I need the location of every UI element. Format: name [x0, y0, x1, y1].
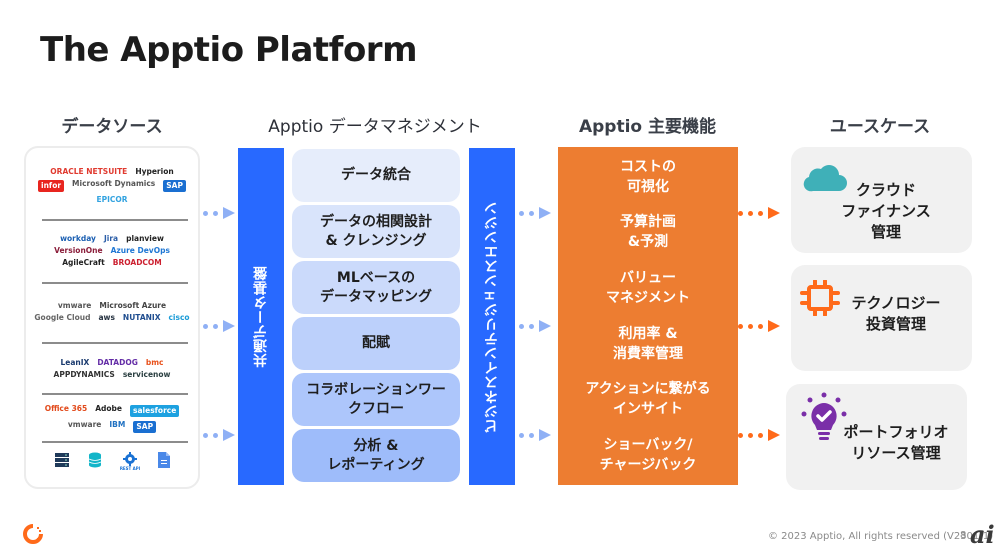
source-logo-datadog: DATADOG	[97, 357, 138, 367]
feature-item: ショーバック/ チャージバック	[599, 436, 697, 474]
source-logo-aws: aws	[98, 313, 115, 322]
source-logo-nutanix: NUTANIX	[122, 313, 161, 322]
flow-arrow	[203, 429, 235, 441]
watermark-logo: ai	[970, 520, 995, 549]
feature-item: バリュー マネジメント	[606, 269, 690, 307]
source-logo-epicor: EPICOR	[96, 195, 128, 205]
flow-arrow	[203, 320, 235, 332]
management-item: 分析 & レポーティング	[292, 429, 460, 482]
flow-arrow	[203, 207, 235, 219]
flow-arrow	[519, 320, 551, 332]
source-group-saas: Office 365 Adobe salesforce vmware IBM SAP	[26, 397, 198, 441]
source-logo-vmware: vmware	[57, 300, 92, 310]
server-icon	[54, 452, 69, 467]
usecase-card-portfolio-resource: ポートフォリオ リソース管理	[786, 384, 967, 490]
bi-engine-bar: ビジネスインテリジェンスエンジン	[469, 148, 515, 485]
source-logo-microsoft-dynamics: Microsoft Dynamics	[72, 178, 156, 188]
database-icon	[88, 452, 102, 467]
source-logo-infor: infor	[38, 179, 65, 193]
source-logo-adobe: Adobe	[95, 403, 123, 413]
flow-arrow	[738, 320, 780, 332]
source-logo-bmc: bmc	[145, 357, 164, 367]
column-heading-data-management: Apptio データマネジメント	[268, 117, 482, 137]
spreadsheet-file-icon	[158, 451, 171, 468]
usecase-card-cloud-finance: クラウド ファイナンス 管理	[791, 147, 972, 253]
source-logo-leanix: LeanIX	[60, 357, 90, 367]
source-logo-jira: Jira	[103, 233, 119, 243]
source-group-erp: ORACLE NETSUITE Hyperion infor Microsoft Dy…	[26, 162, 198, 210]
source-logo-sap: SAP	[133, 421, 157, 434]
source-logo-azure-devops: Azure DevOps	[110, 245, 170, 255]
source-logo-broadcom: BROADCOM	[112, 258, 162, 268]
divider	[42, 441, 188, 443]
source-logo-workday: workday	[60, 233, 96, 243]
source-logo-google-cloud: Google Cloud	[34, 313, 91, 322]
divider	[42, 393, 188, 395]
bi-engine-label: ビジネスインテリジェンスエンジン	[484, 200, 500, 433]
source-logo-ibm: IBM	[109, 420, 126, 429]
usecase-card-technology-investment: テクノロジー 投資管理	[791, 265, 972, 371]
feature-item: コストの 可視化	[620, 158, 676, 195]
source-logo-sap: SAP	[163, 179, 186, 193]
management-item: データの相関設計 & クレンジング	[292, 205, 460, 258]
source-logo-office-365: Office 365	[44, 403, 88, 413]
management-item: コラボレーションワー クフロー	[292, 373, 460, 426]
source-logo-salesforce: salesforce	[130, 404, 180, 417]
flow-arrow	[519, 429, 551, 441]
feature-item: 予算計画 &予測	[620, 214, 676, 251]
management-item: データ統合	[292, 149, 460, 202]
copyright-text: © 2023 Apptio, All rights reserved (V230…	[768, 531, 994, 542]
column-heading-data-sources: データソース	[61, 117, 163, 137]
common-data-platform-bar: 共通データ基盤	[238, 148, 284, 485]
column-heading-key-features: Apptio 主要機能	[578, 117, 717, 137]
management-item: 配賦	[292, 317, 460, 370]
source-logo-servicenow: servicenow	[122, 370, 171, 379]
source-logo-microsoft-azure: Microsoft Azure	[99, 300, 167, 310]
source-logo-appdynamics: APPDYNAMICS	[53, 370, 115, 379]
feature-item: 利用率 & 消費率管理	[613, 325, 683, 362]
management-item: MLベースの データマッピング	[292, 261, 460, 314]
source-logo-oracle-netsuite: ORACLE NETSUITE	[50, 166, 128, 176]
chip-icon	[800, 280, 840, 316]
common-data-platform-label: 共通データ基盤	[253, 265, 269, 368]
source-logo-planview: planview	[126, 233, 164, 243]
source-logo-agilecraft: AgileCraft	[62, 258, 105, 268]
apptio-logo-icon	[23, 524, 43, 544]
cloud-icon	[803, 165, 847, 192]
column-heading-use-cases: ユースケース	[829, 117, 931, 137]
divider	[42, 342, 188, 344]
feature-item: アクションに繋がる インサイト	[585, 381, 711, 418]
source-logo-versionone: VersionOne	[54, 245, 103, 255]
data-sources-panel: ORACLE NETSUITE Hyperion infor Microsoft Dy…	[24, 146, 200, 489]
rest-api-icon: REST API	[120, 451, 140, 471]
flow-arrow	[519, 207, 551, 219]
lightbulb-check-icon	[801, 392, 847, 440]
flow-arrow	[738, 429, 780, 441]
source-logo-hyperion: Hyperion	[135, 166, 174, 176]
source-logo-cisco: cisco	[168, 313, 190, 322]
divider	[42, 219, 188, 221]
flow-arrow	[738, 207, 780, 219]
page-number: 8	[960, 530, 967, 541]
source-logo-vmware: vmware	[67, 420, 102, 429]
slide-title: The Apptio Platform	[40, 30, 418, 70]
source-group-generic: REST API	[26, 446, 198, 476]
divider	[42, 282, 188, 284]
key-features-block: コストの 可視化 予算計画 &予測 バリュー マネジメント 利用率 & 消費率管…	[558, 147, 738, 485]
